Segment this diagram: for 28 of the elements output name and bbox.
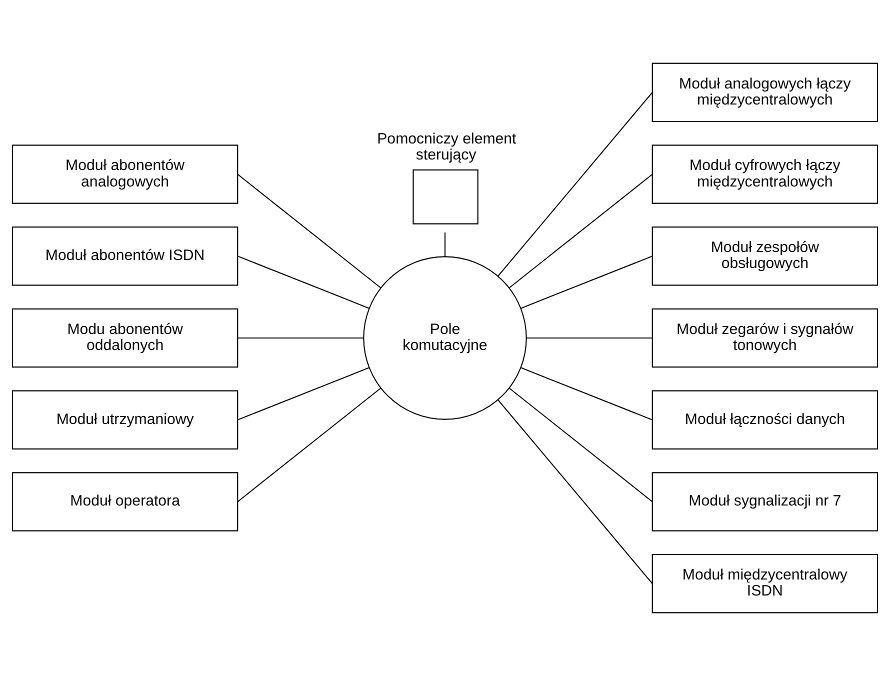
node-label: Pomocniczy element sterujący (377, 130, 516, 163)
node-box: Moduł łączności danych (652, 390, 878, 449)
node-box (412, 168, 478, 224)
node-box: Moduł operatora (12, 472, 238, 531)
connector (498, 399, 653, 584)
connector (509, 387, 653, 502)
node-box: Moduł abonentów analogowych (12, 144, 238, 204)
connector (238, 336, 364, 338)
connector (444, 232, 446, 256)
node-box: Moduł zegarów i sygnałów tonowych (652, 308, 878, 368)
connector (237, 173, 381, 288)
node-box: Moduł abonentów ISDN (12, 226, 238, 286)
connector (498, 92, 653, 276)
node-circle: Pole komutacyjne (363, 256, 527, 420)
connector (237, 387, 381, 502)
node-box: Moduł międzycentralowy ISDN (652, 553, 878, 613)
connector (237, 366, 370, 420)
node-box: Moduł analogowych łączy międzycentralowych (652, 62, 878, 122)
node-box: Moduł sygnalizacji nr 7 (652, 472, 878, 531)
node-box: Moduł cyfrowych łączy międzycentralowych (652, 144, 878, 204)
connector (526, 336, 652, 338)
connector (520, 255, 653, 308)
connector (520, 366, 653, 420)
node-box: Moduł zespołów obsługowych (652, 226, 878, 286)
node-box: Modu abonentów oddalonych (12, 308, 238, 368)
connector (237, 255, 370, 308)
node-box: Moduł utrzymaniowy (12, 390, 238, 449)
connector (509, 173, 653, 288)
